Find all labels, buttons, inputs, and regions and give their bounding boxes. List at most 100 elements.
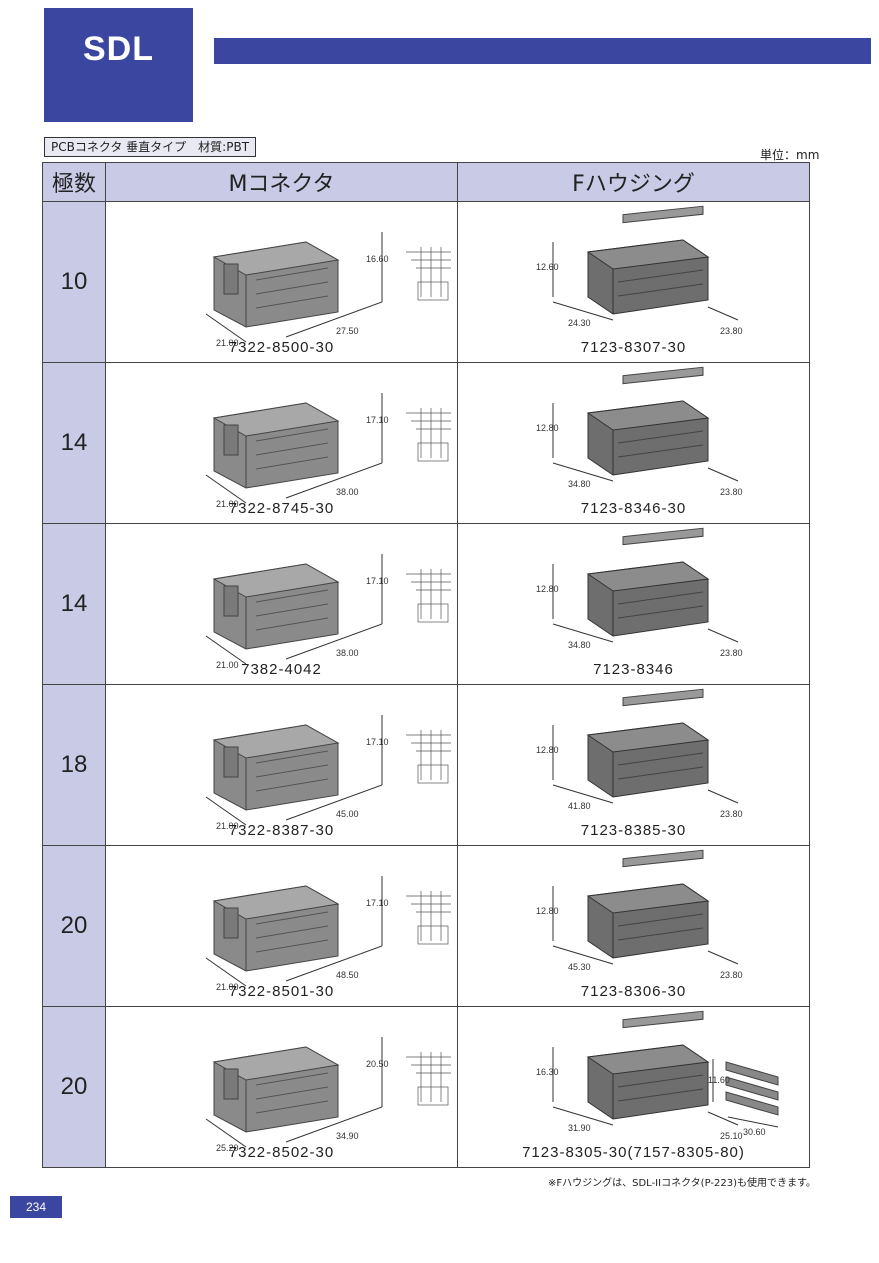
- m-connector-drawing: 17.10 38.00 21.00: [205, 393, 451, 509]
- m-connector-drawing: 20.50 34.90 25.20: [205, 1037, 451, 1153]
- pin-count: 20: [42, 845, 106, 1007]
- m-dim-depth: 25.20: [216, 1143, 239, 1153]
- m-dim-length: 34.90: [336, 1131, 359, 1141]
- pin-count: 10: [42, 201, 106, 363]
- pin-count: 18: [42, 684, 106, 846]
- f-dim-depth: 25.10: [720, 1131, 743, 1141]
- retainer-dim-length: 30.60: [743, 1127, 766, 1137]
- footprint-sketch: [406, 408, 451, 462]
- f-dim-length: 24.30: [568, 318, 591, 328]
- unit-label: 単位：mm: [760, 148, 820, 162]
- f-dim-length: 45.30: [568, 962, 591, 972]
- m-dim-length: 38.00: [336, 648, 359, 658]
- f-housing-cell: 12.80 34.80 23.80 7123-8346: [457, 523, 810, 685]
- f-dim-depth: 23.80: [720, 970, 743, 980]
- f-dim-depth: 23.80: [720, 648, 743, 658]
- m-dim-height: 16.60: [366, 254, 389, 264]
- f-housing-cell: 16.30 31.90 25.10 11.60 30.60 7123-8305-30(71…: [457, 1006, 810, 1168]
- m-dim-height: 20.50: [366, 1059, 389, 1069]
- m-dim-depth: 21.00: [216, 982, 239, 992]
- m-part-number: 7382-4042: [241, 661, 322, 678]
- table-header-row: 極数 Mコネクタ Fハウジング: [42, 162, 810, 202]
- header-m-connector: Mコネクタ: [105, 162, 458, 202]
- retainer-dim-height: 11.60: [708, 1075, 730, 1085]
- f-dim-height: 12.80: [536, 745, 559, 755]
- f-housing-cell: 12.80 34.80 23.80 7123-8346-30: [457, 362, 810, 524]
- f-housing-drawing: 12.80 45.30 23.80: [536, 849, 743, 980]
- f-dim-height: 12.80: [536, 584, 559, 594]
- m-part-number: 7322-8745-30: [228, 500, 335, 517]
- m-dim-length: 45.00: [336, 809, 359, 819]
- f-part-number: 7123-8305-30(7157-8305-80): [522, 1144, 745, 1161]
- m-dim-depth: 21.00: [216, 499, 239, 509]
- footprint-sketch: [406, 569, 451, 623]
- m-part-number: 7322-8502-30: [228, 1144, 335, 1161]
- f-dim-length: 41.80: [568, 801, 591, 811]
- f-dim-height: 16.30: [536, 1067, 559, 1077]
- footprint-sketch: [406, 247, 451, 301]
- m-dim-length: 27.50: [336, 326, 359, 336]
- m-dim-height: 17.10: [366, 576, 389, 586]
- pin-count: 14: [42, 362, 106, 524]
- subtitle-label: PCBコネクタ 垂直タイプ 材質:PBT: [44, 137, 257, 157]
- retainer-drawing: [712, 1059, 779, 1128]
- f-dim-length: 34.80: [568, 640, 591, 650]
- brand-logo: SDL: [83, 30, 154, 68]
- footprint-sketch: [406, 730, 451, 784]
- f-part-number: 7123-8346: [593, 661, 674, 678]
- f-housing-drawing: 12.80 34.80 23.80: [536, 527, 743, 658]
- m-dim-height: 17.10: [366, 415, 389, 425]
- footnote: ※Fハウジングは、SDL-IIコネクタ(P-223)も使用できます。: [548, 1178, 816, 1189]
- m-part-number: 7322-8501-30: [228, 983, 335, 1000]
- f-housing-drawing: 16.30 31.90 25.10 11.60 30.60: [536, 1010, 779, 1141]
- f-dim-height: 12.80: [536, 423, 559, 433]
- pin-count: 14: [42, 523, 106, 685]
- m-dim-depth: 21.00: [216, 338, 239, 348]
- f-housing-drawing: 12.80 34.80 23.80: [536, 366, 743, 497]
- pin-count: 20: [42, 1006, 106, 1168]
- f-part-number: 7123-8346-30: [580, 500, 687, 517]
- footprint-sketch: [406, 1052, 451, 1106]
- m-dim-height: 17.10: [366, 737, 389, 747]
- footprint-sketch: [406, 891, 451, 945]
- m-connector-drawing: 17.10 38.00 21.00: [205, 554, 451, 670]
- page-number: 234: [10, 1196, 62, 1218]
- f-dim-height: 12.60: [536, 262, 559, 272]
- header-pins: 極数: [42, 162, 106, 202]
- m-connector-drawing: 17.10 48.50 21.00: [205, 876, 451, 992]
- m-dim-length: 48.50: [336, 970, 359, 980]
- f-dim-length: 34.80: [568, 479, 591, 489]
- brand-logo-box: [44, 8, 193, 122]
- m-connector-drawing: 16.60 27.50 21.00: [205, 232, 451, 348]
- m-part-number: 7322-8500-30: [228, 339, 335, 356]
- f-part-number: 7123-8307-30: [580, 339, 687, 356]
- m-part-number: 7322-8387-30: [228, 822, 335, 839]
- f-housing-cell: 12.80 45.30 23.80 7123-8306-30: [457, 845, 810, 1007]
- f-dim-length: 31.90: [568, 1123, 591, 1133]
- m-dim-depth: 21.00: [216, 660, 239, 670]
- f-dim-depth: 23.80: [720, 487, 743, 497]
- f-dim-height: 12.80: [536, 906, 559, 916]
- f-part-number: 7123-8306-30: [580, 983, 687, 1000]
- header-f-housing: Fハウジング: [457, 162, 810, 202]
- header-bar: [214, 38, 871, 64]
- m-dim-height: 17.10: [366, 898, 389, 908]
- m-dim-length: 38.00: [336, 487, 359, 497]
